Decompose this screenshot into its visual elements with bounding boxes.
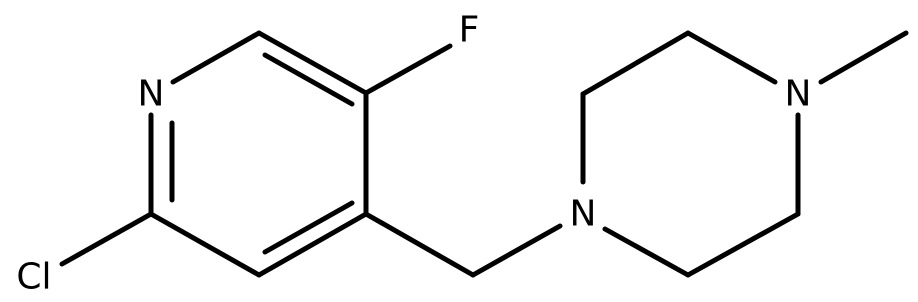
bond-c4-ch2 <box>363 211 476 278</box>
bond-c6-c5-inner <box>262 52 355 107</box>
bond-c3p-n4 <box>685 30 778 85</box>
bond-c6p-n1 <box>602 226 691 278</box>
bond-c3-c2 <box>148 211 262 278</box>
bond-c6-c5 <box>256 30 369 96</box>
atom-label-chlorine: Cl <box>16 257 51 298</box>
bond-c5-f <box>363 43 453 96</box>
bond-n-c6 <box>170 30 262 85</box>
atom-label-pyridine-n: N <box>138 74 165 115</box>
bond-c4-c3-inner <box>262 200 355 255</box>
bond-c2-cl <box>59 211 154 267</box>
atom-label-fluorine: F <box>459 10 480 51</box>
atom-label-piperazine-n1: N <box>570 194 597 235</box>
bond-ch2-n1 <box>470 223 563 278</box>
atom-label-piperazine-n4: N <box>785 74 812 115</box>
bond-lines <box>59 30 909 278</box>
bond-c5p-c6p <box>685 211 801 278</box>
bond-c4-c3 <box>256 211 369 278</box>
bond-n4-methyl <box>818 30 909 85</box>
bond-c2p-c3p <box>580 30 691 97</box>
